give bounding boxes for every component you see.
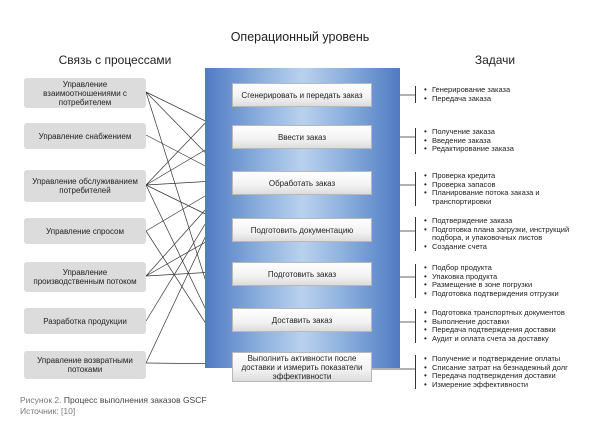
task-group: Получение и подтверждение оплаты Списани… [415, 354, 585, 390]
task-item: Подготовка транспортных документов [424, 308, 585, 318]
task-item: Получение и подтверждение оплаты [424, 354, 585, 364]
task-item: Передача заказа [424, 94, 585, 104]
step-box: Подготовить заказ [232, 262, 372, 286]
task-item: Проверка кредита [424, 171, 585, 181]
process-box: Управление взаимоотношениями с потребите… [24, 78, 146, 108]
task-item: Упаковка продукта [424, 272, 585, 282]
process-box: Управление производственным потоком [24, 262, 146, 292]
task-group: Подготовка транспортных документов Выпол… [415, 308, 585, 344]
task-item: Передача подтверждения доставки [424, 371, 585, 381]
task-item: Редактирование заказа [424, 144, 585, 154]
process-box: Управление спросом [24, 218, 146, 244]
step-box: Доставить заказ [232, 308, 372, 332]
caption-prefix: Рисунок 2. [20, 395, 62, 405]
task-item: Генерирование заказа [424, 85, 585, 95]
task-item: Измерение эффективности [424, 380, 585, 390]
task-item: Введение заказа [424, 136, 585, 146]
process-box: Управление обслуживанием потребителей [24, 170, 146, 202]
task-group: Подбор продукта Упаковка продукта Размещ… [415, 263, 585, 299]
task-group: Подтверждение заказа Подготовка плана за… [415, 216, 585, 252]
diagram-title: Операционный уровень [230, 30, 370, 44]
right-column-heading: Задачи [474, 53, 516, 67]
task-item: Передача подтверждения доставки [424, 325, 585, 335]
step-box: Подготовить документацию [232, 218, 372, 242]
task-item: Создание счета [424, 242, 585, 252]
task-item: Подбор продукта [424, 263, 585, 273]
process-box: Управление снабжением [24, 123, 146, 149]
task-group: Получение заказа Введение заказа Редакти… [415, 127, 585, 154]
step-box: Выполнить активности после доставки и из… [232, 352, 372, 382]
task-item: Получение заказа [424, 127, 585, 137]
task-item: Проверка запасов [424, 180, 585, 190]
task-item: Выполнение доставки [424, 317, 585, 327]
left-column-heading: Связь с процессами [58, 53, 172, 67]
step-box: Обработать заказ [232, 171, 372, 195]
step-box: Сгенерировать и передать заказ [232, 83, 372, 107]
figure-caption: Рисунок 2. Процесс выполнения заказов GS… [20, 395, 207, 417]
task-group: Проверка кредита Проверка запасов Планир… [415, 171, 585, 206]
caption-text: Процесс выполнения заказов GSCF [63, 395, 207, 405]
task-item: Подтверждение заказа [424, 216, 585, 226]
task-group: Генерирование заказа Передача заказа [415, 85, 585, 104]
process-box: Разработка продукции [24, 308, 146, 334]
step-box: Ввести заказ [232, 125, 372, 149]
task-item: Списание затрат на безнадежный долг [424, 363, 585, 373]
task-item: Планирование потока заказа и транспортир… [424, 188, 585, 206]
process-box: Управление возвратными потоками [24, 351, 146, 379]
task-item: Подготовка подтверждения отгрузки [424, 289, 585, 299]
task-item: Аудит и оплата счета за доставку [424, 334, 585, 344]
task-item: Подготовка плана загрузки, инструкций по… [424, 225, 585, 243]
caption-source: Источник: [10] [20, 406, 76, 416]
task-item: Размещение в зоне погрузки [424, 280, 585, 290]
